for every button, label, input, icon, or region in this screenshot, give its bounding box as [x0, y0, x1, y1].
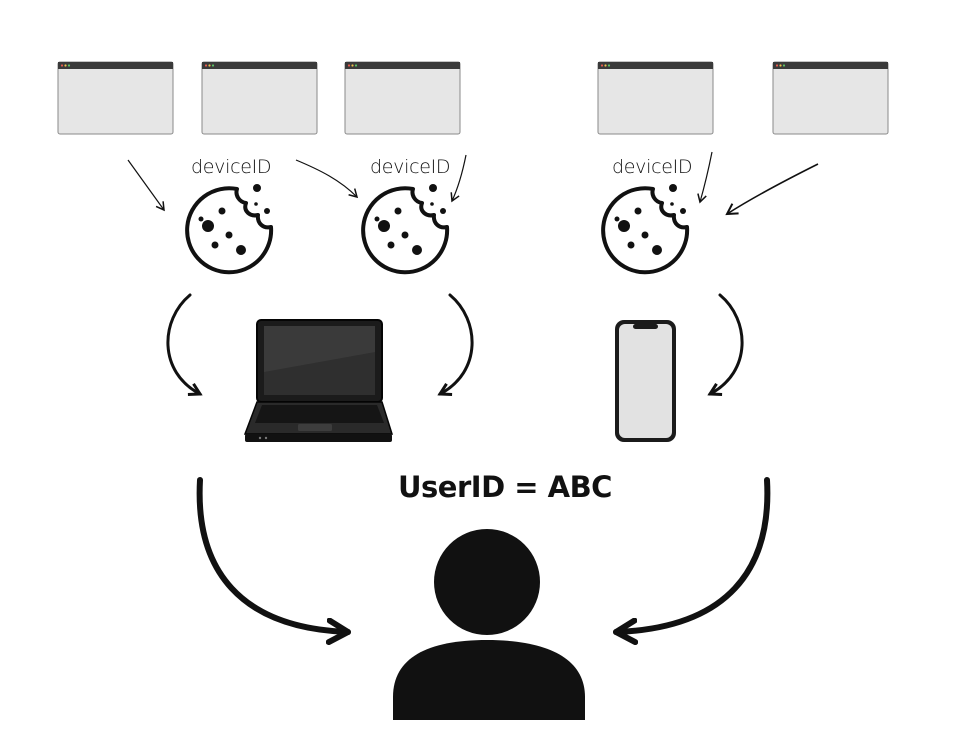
cookie-icon — [185, 184, 274, 275]
cookie-label-deviceid: deviceID — [370, 156, 451, 178]
cookie-label-deviceid: deviceID — [612, 156, 693, 178]
laptop-icon — [243, 319, 394, 442]
arrow-window1-to-cookie1 — [127, 159, 165, 212]
arrow-window5-to-cookie3 — [725, 163, 819, 216]
browser-window-1 — [57, 61, 174, 135]
arrow-cookie3-to-phone — [707, 293, 744, 396]
browser-window-2 — [201, 61, 318, 135]
cookie-label-deviceid: deviceID — [191, 156, 272, 178]
user-icon — [393, 529, 585, 720]
arrow-cookie2-to-laptop — [437, 293, 474, 396]
arrow-window4-to-cookie3 — [697, 151, 713, 204]
smartphone-icon — [615, 320, 676, 442]
browser-window-5 — [772, 61, 889, 135]
arrow-window3-to-cookie2 — [450, 154, 467, 203]
cookie-icon — [601, 184, 690, 275]
arrow-phone-to-user — [613, 477, 771, 632]
arrow-window2-to-cookie2 — [295, 159, 359, 199]
browser-window-3 — [344, 61, 461, 135]
cookie-icon — [361, 184, 450, 275]
browser-window-4 — [597, 61, 714, 135]
arrow-cookie1-to-laptop — [166, 293, 203, 396]
user-id-label: UserID = ABC — [398, 470, 612, 504]
arrow-laptop-to-user — [196, 477, 351, 632]
